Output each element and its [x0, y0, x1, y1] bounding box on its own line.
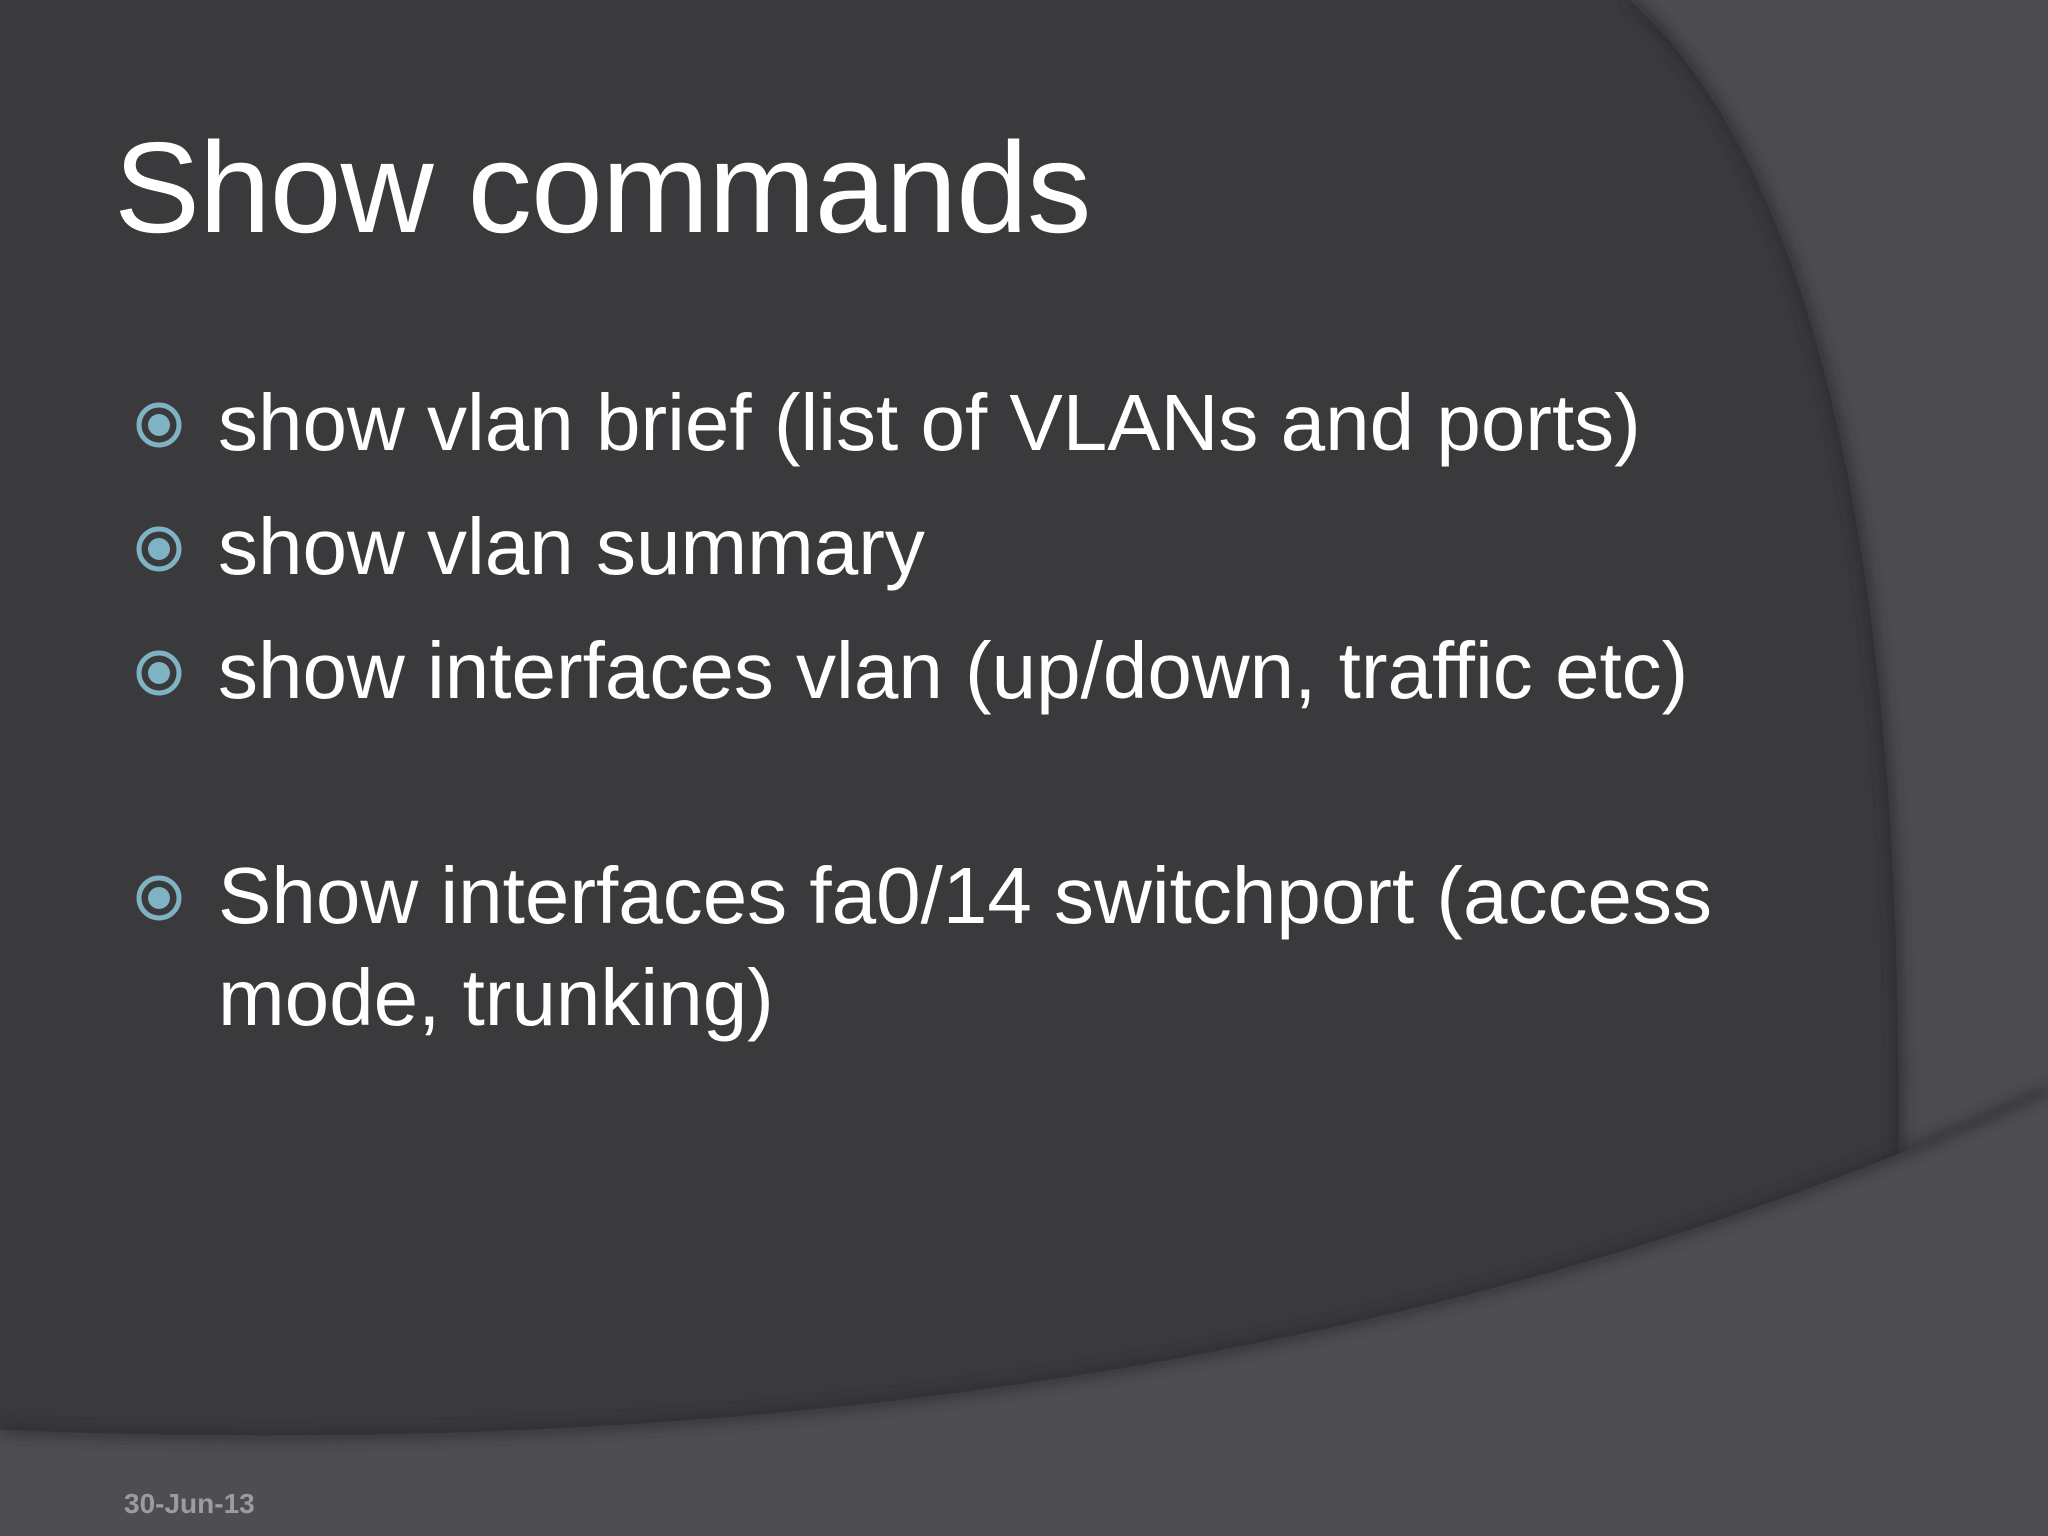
circled-dot-icon — [136, 526, 182, 572]
bullet-text: show vlan brief (list of VLANs and ports… — [218, 378, 1641, 467]
bullet-item: show interfaces vlan (up/down, traffic e… — [136, 620, 1738, 722]
bullet-text: Show interfaces fa0/14 switchport (acces… — [218, 851, 1713, 1042]
slide-title: Show commands — [114, 116, 1091, 260]
bullet-item: show vlan brief (list of VLANs and ports… — [136, 372, 1738, 474]
bottom-arc-shape — [0, 1090, 2048, 1536]
circled-dot-icon — [136, 650, 182, 696]
bullet-text: show vlan summary — [218, 502, 925, 591]
circled-dot-icon — [136, 875, 182, 921]
bullet-item: show vlan summary — [136, 496, 1738, 598]
circled-dot-icon — [136, 402, 182, 448]
bullet-item: Show interfaces fa0/14 switchport (acces… — [136, 845, 1738, 1049]
footer-date: 30-Jun-13 — [124, 1488, 255, 1519]
bullet-text: show interfaces vlan (up/down, traffic e… — [218, 626, 1689, 715]
bottom-arc-shadow — [0, 1085, 2048, 1441]
